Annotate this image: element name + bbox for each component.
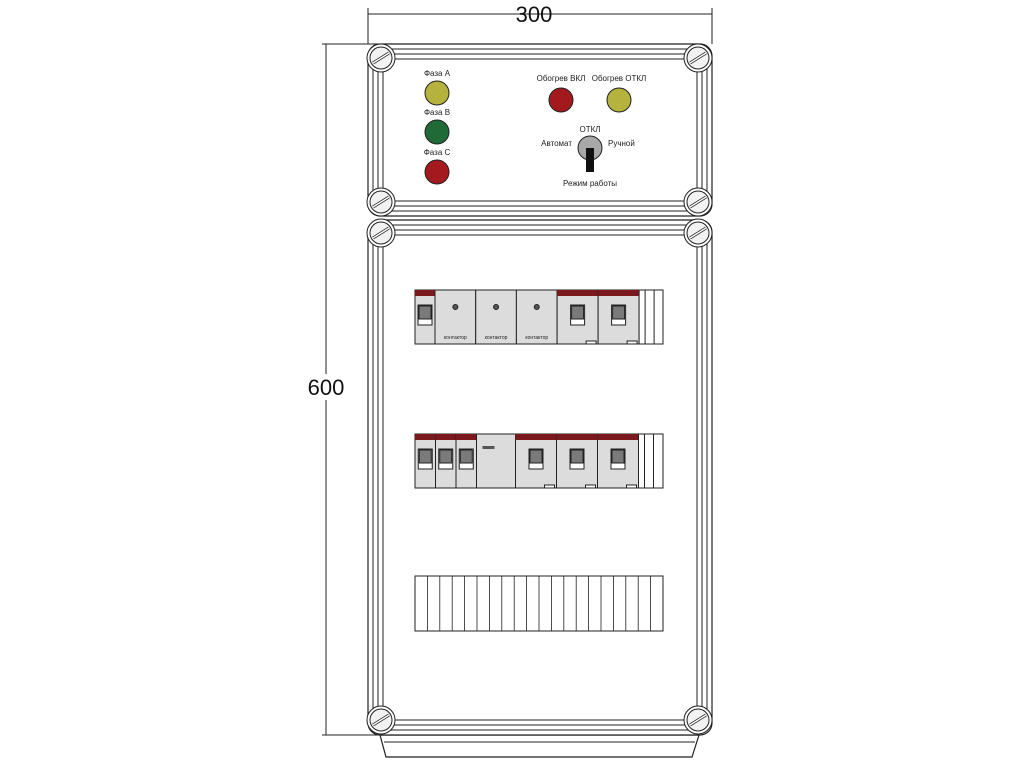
din-row (414, 575, 664, 632)
phase-lamp-label: Фаза С (424, 148, 451, 157)
contactor-module: контактор (434, 289, 477, 345)
contactor-module: контактор (475, 289, 517, 345)
breaker-stripe (415, 434, 436, 440)
contactor-label: контактор (444, 335, 467, 341)
breaker-stripe (435, 434, 456, 440)
status-lamp-label: Обогрев ВКЛ (537, 74, 586, 83)
breaker-module (556, 433, 598, 489)
breaker-stripe (557, 290, 599, 296)
screw-icon (366, 43, 396, 73)
breaker-stripe (515, 434, 557, 440)
indicator-dot-icon (493, 304, 500, 310)
breaker-stripe (597, 434, 639, 440)
breaker-module (556, 289, 599, 345)
status-lamp-label: Обогрев ОТКЛ (592, 74, 647, 83)
mode-switch-off-label: ОТКЛ (579, 125, 600, 134)
status-lamp (548, 87, 574, 113)
breaker-stripe (456, 434, 477, 440)
height-dimension-label: 600 (308, 375, 345, 400)
phase-lamp-label: Фаза В (424, 108, 450, 117)
breaker-s-module (414, 433, 436, 489)
phase-lamp (424, 80, 450, 106)
end-stop (638, 433, 664, 489)
mode-switch-handle[interactable] (586, 148, 594, 172)
top-enclosure (367, 43, 713, 217)
phase-lamp (424, 119, 450, 145)
breaker-toggle-icon (570, 449, 584, 464)
breaker-module (515, 433, 557, 489)
relay-module (476, 433, 516, 489)
breaker-toggle-icon (439, 449, 453, 464)
breaker-s-module (435, 433, 457, 489)
phase-lamp (424, 159, 450, 185)
mode-switch[interactable] (577, 135, 603, 172)
mode-switch-manual-label: Ручной (608, 139, 635, 148)
screw-icon (683, 43, 713, 73)
screw-icon (683, 705, 713, 735)
breaker-toggle-icon (418, 449, 432, 464)
din-row (414, 433, 664, 489)
end-stop (638, 289, 664, 345)
contactor-label: контактор (525, 335, 548, 341)
width-dimension (367, 8, 713, 44)
breaker-module (414, 289, 436, 345)
breaker-toggle-icon (529, 449, 543, 464)
indicator-dot-icon (533, 304, 540, 310)
breaker-module (597, 289, 640, 345)
contactor-label: контактор (485, 335, 508, 341)
screw-icon (366, 218, 396, 248)
breaker-toggle-icon (571, 305, 585, 320)
relay-indicator-icon (482, 446, 495, 449)
status-lamp (606, 87, 632, 113)
breaker-stripe (556, 434, 598, 440)
mode-switch-auto-label: Автомат (541, 139, 572, 148)
contactor-module: контактор (515, 289, 558, 345)
breaker-stripe (415, 290, 435, 296)
din-row: контактор контактор контактор (414, 289, 664, 345)
height-dimension-bg (302, 374, 350, 400)
screw-icon (683, 218, 713, 248)
indicator-dot-icon (452, 304, 459, 310)
breaker-s-module (455, 433, 477, 489)
breaker-toggle-icon (459, 449, 473, 464)
screw-icon (366, 705, 396, 735)
breaker-toggle-icon (611, 449, 625, 464)
breaker-module (597, 433, 639, 489)
breaker-stripe (598, 290, 640, 296)
phase-lamp-label: Фаза А (424, 69, 451, 78)
mode-switch-caption: Режим работы (563, 179, 617, 188)
breaker-toggle-icon (418, 305, 432, 320)
breaker-toggle-icon (612, 305, 626, 320)
width-dimension-label: 300 (516, 2, 553, 27)
screw-icon (366, 187, 396, 217)
screw-icon (683, 187, 713, 217)
